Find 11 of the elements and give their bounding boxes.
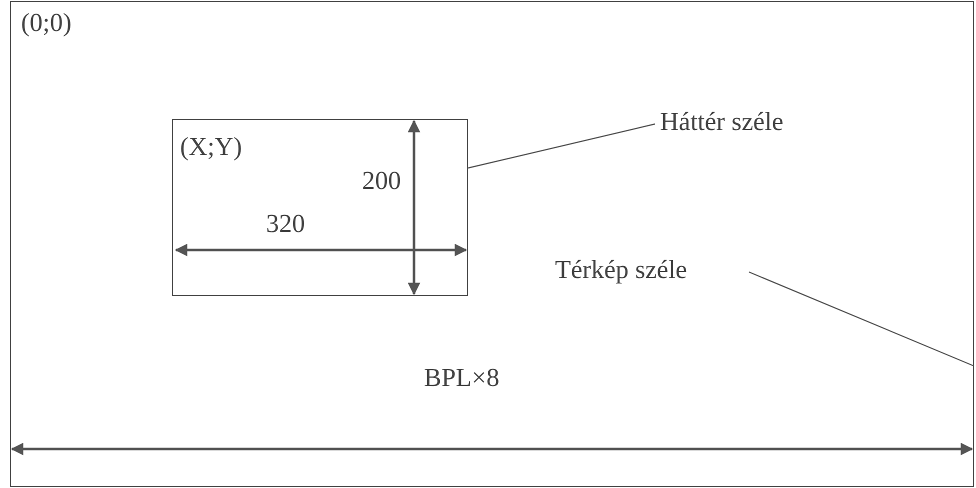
leader-line: [748, 271, 974, 367]
rectangle-frame: [10, 1, 974, 487]
coordinate-label: (0;0): [21, 7, 72, 39]
callout-text: Háttér széle: [660, 104, 810, 140]
coordinate-label: (X;Y): [180, 131, 242, 163]
callout-text: Térkép széle: [555, 252, 741, 288]
leader-line: [468, 123, 656, 169]
rectangle-frame: [172, 119, 468, 296]
dimension-label: 200: [362, 165, 401, 197]
dimension-label: 320: [266, 208, 305, 240]
dimension-label: BPL×8: [424, 362, 500, 394]
